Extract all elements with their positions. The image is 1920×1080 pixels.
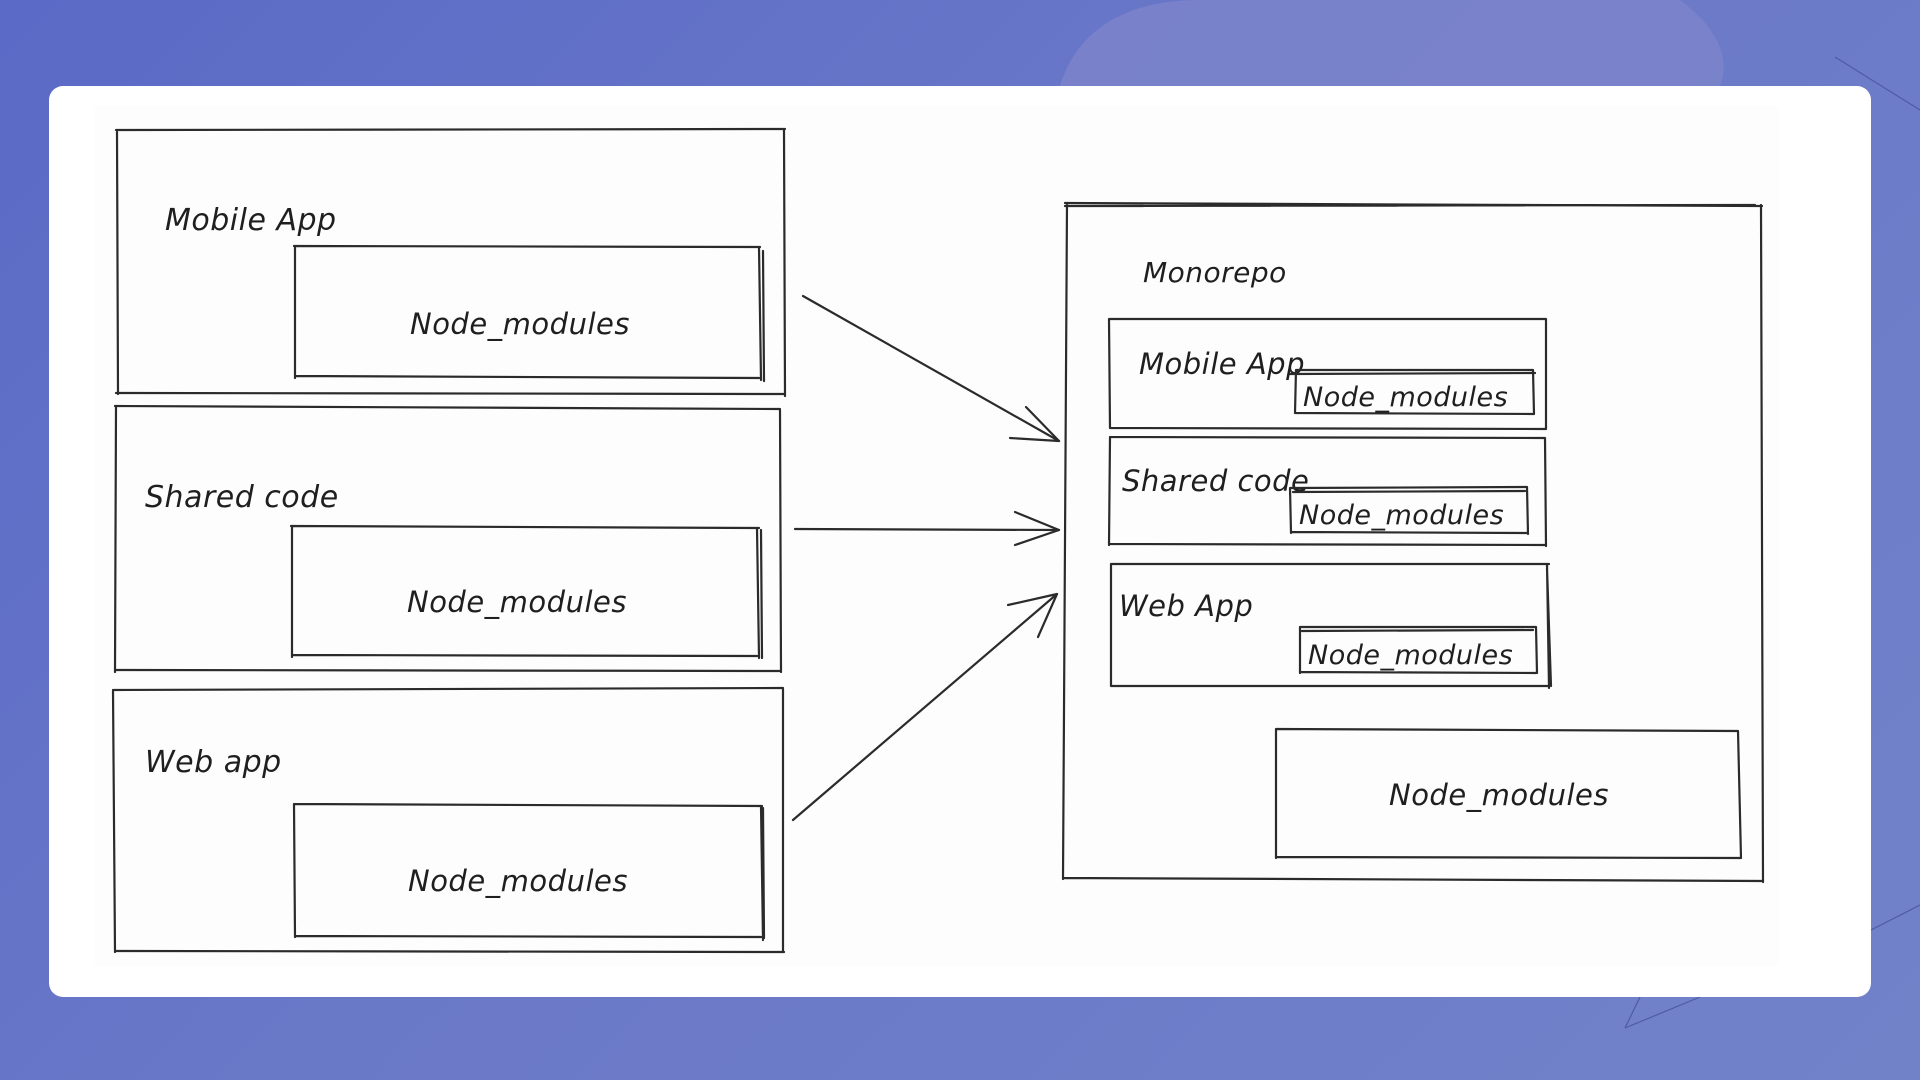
monorepo-web-app-box: Web App Node_modules	[1109, 562, 1553, 690]
monorepo-shared-code-modules-label: Node_modules	[1299, 500, 1504, 531]
diagram-canvas: Mobile App Node_modules Shared code Node…	[95, 106, 1779, 966]
left-mobile-app-modules-box: Node_modules	[292, 244, 766, 383]
arrow-shared-to-monorepo	[793, 510, 1061, 547]
monorepo-root-modules-box: Node_modules	[1274, 727, 1743, 860]
left-mobile-app-box: Mobile App	[114, 127, 787, 398]
left-shared-code-modules-box: Node_modules	[289, 524, 764, 660]
monorepo-shared-code-box: Shared code Node_modules	[1107, 435, 1548, 548]
monorepo-box: Monorepo	[1061, 201, 1765, 884]
monorepo-web-app-title: Web App	[1119, 589, 1253, 623]
architecture-diagram: Mobile App Node_modules Shared code Node…	[111, 127, 1765, 954]
monorepo-title: Monorepo	[1143, 256, 1287, 289]
monorepo-mobile-app-modules-label: Node_modules	[1303, 382, 1508, 413]
left-shared-code-title: Shared code	[145, 480, 339, 515]
monorepo-mobile-app-title: Mobile App	[1139, 347, 1305, 381]
left-web-app-title: Web app	[145, 745, 282, 780]
left-web-app-modules-box: Node_modules	[292, 802, 766, 942]
left-web-app-modules-label: Node_modules	[408, 864, 628, 898]
left-web-app-box: Web app	[111, 686, 786, 954]
slide-card: Mobile App Node_modules Shared code Node…	[49, 86, 1871, 997]
monorepo-root-modules-label: Node_modules	[1389, 778, 1609, 812]
left-shared-code-box: Shared code	[113, 404, 783, 674]
left-mobile-app-modules-label: Node_modules	[410, 307, 630, 341]
left-shared-code-modules-label: Node_modules	[407, 585, 627, 619]
monorepo-web-app-modules-label: Node_modules	[1308, 640, 1513, 671]
monorepo-mobile-app-box: Mobile App Node_modules	[1107, 317, 1548, 431]
left-mobile-app-title: Mobile App	[165, 203, 337, 238]
arrow-mobile-to-monorepo	[801, 294, 1061, 443]
arrow-web-to-monorepo	[791, 592, 1059, 822]
monorepo-shared-code-title: Shared code	[1122, 464, 1309, 498]
